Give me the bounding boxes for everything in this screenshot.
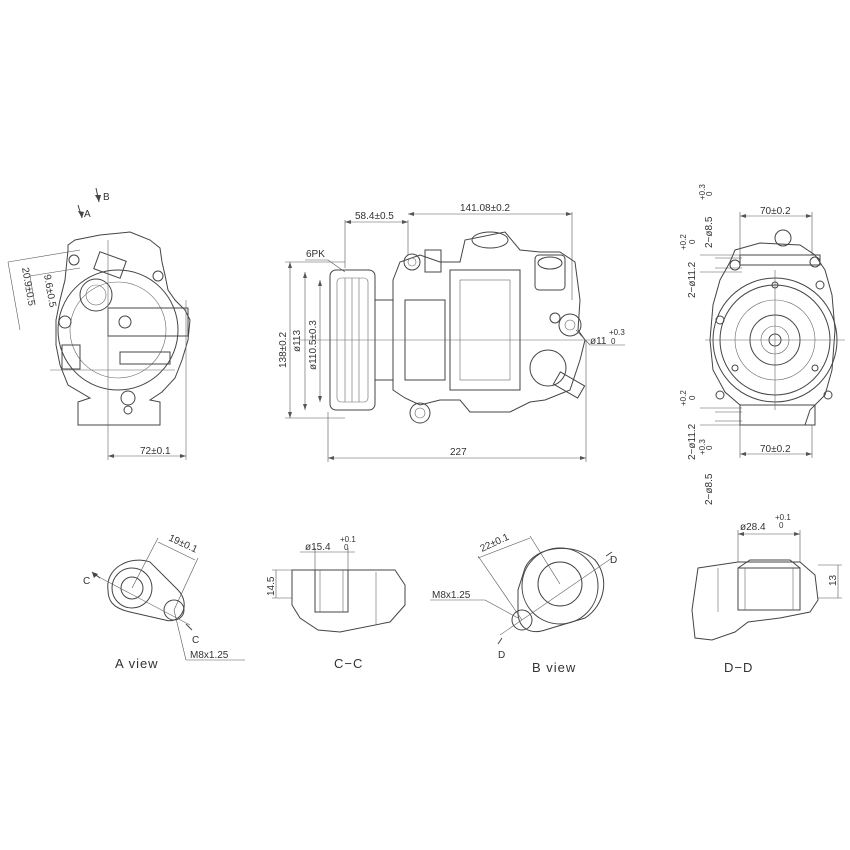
dim-top-hole1: 2−ø8.5 (704, 216, 715, 248)
dim-dd-bore: ø28.4 (740, 522, 766, 533)
dim-bottom-hole1-tol: +0.2 (679, 390, 688, 406)
dim-mount-span: 141.08±0.2 (460, 203, 510, 214)
label-pulley: 6PK (306, 249, 325, 260)
dim-height: 138±0.2 (278, 331, 289, 368)
dim-top-hole1-tol: +0.3 (698, 184, 707, 200)
dim-bottom-hole2-tol: +0.3 (698, 439, 707, 455)
front-view: 227 58.4±0.5 141.08±0.2 6PK 138±0.2 ø113… (278, 203, 625, 462)
mark-d2: D (498, 650, 505, 661)
dim-top-hole1-tol-low: 0 (705, 191, 714, 196)
dim-cc-bore: ø15.4 (305, 542, 331, 553)
dim-top-hole2-tol: +0.2 (679, 234, 688, 250)
dim-width: 72±0.1 (140, 446, 171, 457)
caption-d-d: D−D (724, 660, 753, 675)
dim-port-tol: +0.3 (609, 328, 625, 337)
dim-a-thread: M8x1.25 (190, 650, 229, 661)
detail-c-c: ø15.4 +0.1 0 14.5 C−C (266, 535, 406, 671)
dim-pulley-dia: ø113 (292, 330, 303, 352)
dim-bottom-span: 70±0.2 (760, 444, 791, 455)
dim-cc-bore-tol-low: 0 (344, 543, 349, 552)
dim-clutch-offset: 58.4±0.5 (355, 211, 394, 222)
dim-clutch-dia: ø110.5±0.3 (308, 320, 319, 370)
mark-c1: C (83, 576, 90, 587)
dim-b-thread: M8x1.25 (432, 590, 471, 601)
dim-cc-bore-tol: +0.1 (340, 535, 356, 544)
dim-bottom-hole1: 2−ø11.2 (687, 423, 698, 460)
dim-total-length: 227 (450, 447, 467, 458)
right-face-view: 70±0.2 2−ø8.5 +0.3 0 2−ø11.2 +0.2 0 2−ø1… (679, 184, 845, 505)
dim-dd-bore-tol: +0.1 (775, 513, 791, 522)
mark-d1: D (610, 555, 617, 566)
dim-bottom-hole2: 2−ø8.5 (704, 473, 715, 505)
mark-c2: C (192, 635, 199, 646)
dim-top-span: 70±0.2 (760, 206, 791, 217)
arrow-b-label: B (103, 192, 110, 203)
dim-dd-depth: 13 (828, 574, 839, 586)
dim-port-tol-low: 0 (611, 337, 616, 346)
dim-port: ø11 (590, 336, 607, 347)
dim-top-hole2-tol-low: 0 (688, 239, 697, 244)
caption-b-view: B view (532, 660, 576, 675)
detail-a-view: C C 19±0.1 M8x1.25 A view (83, 533, 245, 671)
dim-a-spacing: 19±0.1 (167, 533, 200, 556)
caption-c-c: C−C (334, 656, 363, 671)
detail-b-view: D D 22±0.1 M8x1.25 B view (430, 532, 617, 675)
detail-d-d: ø28.4 +0.1 0 13 D−D (691, 513, 842, 675)
dim-r2: 9.6±0.5 (41, 274, 58, 309)
dim-cc-depth: 14.5 (266, 576, 277, 596)
dim-bottom-hole1-tol-low: 0 (688, 395, 697, 400)
left-side-view: A B 20.9±0.5 9.6±0.5 72±0.1 (7, 187, 191, 460)
arrow-a-label: A (84, 209, 91, 220)
dim-bottom-hole2-tol-low: 0 (705, 445, 714, 450)
dim-r1: 20.9±0.5 (19, 267, 37, 308)
caption-a-view: A view (115, 656, 159, 671)
dim-dd-bore-tol-low: 0 (779, 521, 784, 530)
dim-top-hole2: 2−ø11.2 (687, 261, 698, 298)
